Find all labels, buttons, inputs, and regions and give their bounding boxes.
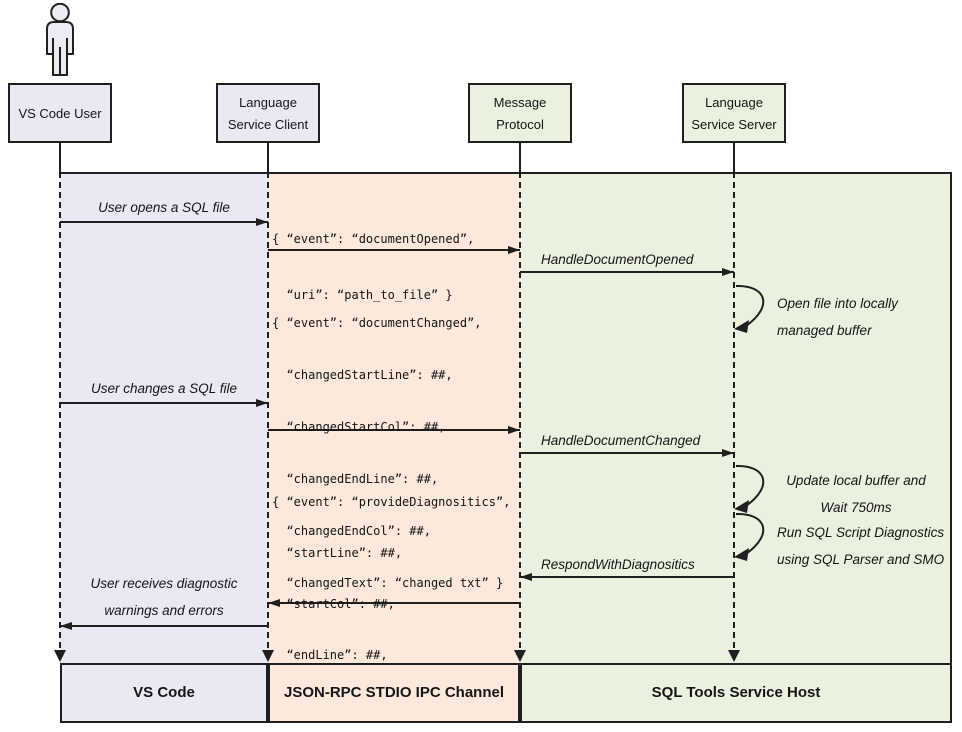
actor-label: VS Code User (18, 105, 102, 121)
footer-box-vscode: VS Code (60, 663, 268, 723)
arrow-user-opens (60, 218, 268, 226)
payload-provide-diagnostics: { “event”: “provideDiagnositics”, “start… (272, 463, 510, 732)
lane-region (60, 172, 952, 723)
payload-line: “changedStartLine”: ##, (272, 368, 453, 382)
actor-label: Language (705, 94, 763, 110)
note-run-diagnostics: Run SQL Script Diagnostics using SQL Par… (777, 525, 945, 567)
note-update-buffer: Update local buffer and Wait 750ms (786, 473, 926, 515)
label-handle-opened: HandleDocumentOpened (541, 252, 694, 267)
label-user-opens: User opens a SQL file (98, 200, 230, 215)
lifeline-user (59, 172, 61, 649)
label-handle-changed: HandleDocumentChanged (541, 433, 701, 448)
lane-ipc (268, 174, 520, 721)
person-icon (46, 3, 74, 76)
actor-label: Service Client (227, 116, 309, 132)
payload-line: “changedEndLine”: ##, (272, 472, 439, 486)
actor-connector (267, 143, 269, 172)
lane-host (520, 174, 950, 721)
lifeline-server (733, 172, 735, 649)
actor-connector (733, 143, 735, 172)
actor-connector (59, 143, 61, 172)
arrow-diagnostics-to-user (60, 622, 268, 630)
label-respond-diagnostics: RespondWithDiagnositics (541, 557, 695, 572)
actor-box-client: Language Service Client (216, 83, 320, 143)
lifeline-protocol (519, 172, 521, 649)
lane-user (60, 174, 268, 721)
self-loop-update-buffer-icon (734, 464, 765, 513)
note-open-locally: Open file into locally managed buffer (777, 296, 898, 338)
lifeline-end-arrow (54, 650, 66, 662)
payload-line: “changedStartCol”: ##, (272, 420, 446, 434)
lifeline-end-arrow (262, 650, 274, 662)
lifeline-end-arrow (728, 650, 740, 662)
footer-box-host: SQL Tools Service Host (520, 663, 952, 723)
actor-label: Service Server (691, 116, 777, 132)
label-user-receives: User receives diagnostic warnings and er… (90, 576, 238, 618)
arrow-handle-changed (520, 449, 734, 457)
arrow-doc-opened (268, 246, 520, 254)
payload-line: { “event”: “provideDiagnositics”, (272, 495, 511, 509)
footer-box-ipc: JSON-RPC STDIO IPC Channel (268, 663, 520, 723)
payload-line: { “event”: “documentChanged”, (272, 316, 482, 330)
payload-line: “changedEndCol”: ##, (272, 524, 431, 538)
self-loop-run-diagnostics-icon (734, 512, 765, 561)
payload-line: “uri”: “path_to_file” } (272, 288, 453, 302)
actor-label: Message (493, 94, 547, 110)
payload-line: “endLine”: ##, (272, 648, 388, 662)
payload-line: “startCol”: ##, (272, 597, 395, 611)
self-loop-open-file-icon (734, 284, 765, 333)
lifeline-end-arrow (514, 650, 526, 662)
arrow-diagnostics-to-client (268, 599, 520, 607)
actor-box-server: Language Service Server (682, 83, 786, 143)
lifeline-client (267, 172, 269, 649)
actor-label: Protocol (496, 116, 544, 132)
actor-connector (519, 143, 521, 172)
actor-box-user: VS Code User (8, 83, 112, 143)
arrow-doc-changed (268, 426, 520, 434)
payload-line: “changedText”: “changed txt” } (272, 576, 504, 590)
payload-document-changed: { “event”: “documentChanged”, “changedSt… (272, 283, 503, 623)
label-user-changes: User changes a SQL file (90, 381, 238, 396)
arrow-respond-diagnostics (520, 573, 734, 581)
arrow-handle-opened (520, 268, 734, 276)
payload-line: { “event”: “documentOpened”, (272, 232, 475, 246)
actor-label: Language (239, 94, 297, 110)
payload-document-opened: { “event”: “documentOpened”, “uri”: “pat… (272, 197, 474, 337)
payload-line: “startLine”: ##, (272, 546, 403, 560)
actor-box-protocol: Message Protocol (468, 83, 572, 143)
arrow-user-changes (60, 399, 268, 407)
